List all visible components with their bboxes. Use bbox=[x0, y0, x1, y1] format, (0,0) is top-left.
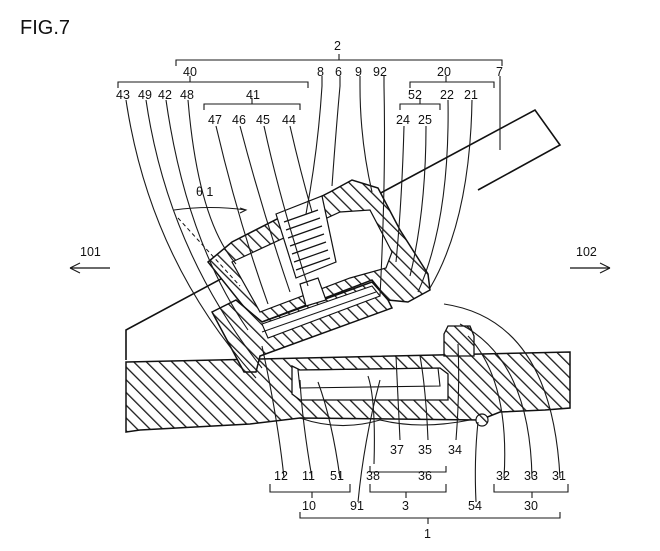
ref-11: 11 bbox=[302, 469, 315, 483]
spring-housing bbox=[275, 195, 337, 279]
ref-40: 40 bbox=[183, 65, 197, 79]
ref-102: 102 bbox=[576, 245, 597, 259]
spring-coils bbox=[283, 209, 331, 271]
ref-2: 2 bbox=[334, 39, 341, 53]
ref-6: 6 bbox=[335, 65, 342, 79]
ref-8: 8 bbox=[317, 65, 324, 79]
ref-92: 92 bbox=[373, 65, 387, 79]
ref-24: 24 bbox=[396, 113, 410, 127]
ref-22: 22 bbox=[440, 88, 454, 102]
ref-33: 33 bbox=[524, 469, 538, 483]
ref-42: 42 bbox=[158, 88, 172, 102]
arrow-102-head bbox=[599, 262, 611, 274]
ref-34: 34 bbox=[448, 443, 462, 457]
ref-44: 44 bbox=[282, 113, 296, 127]
ref-54: 54 bbox=[468, 499, 482, 513]
ref-20: 20 bbox=[437, 65, 451, 79]
ref-48: 48 bbox=[180, 88, 194, 102]
right-boss bbox=[443, 325, 475, 357]
ref-41: 41 bbox=[246, 88, 260, 102]
ref-91: 91 bbox=[350, 499, 364, 513]
ref-31: 31 bbox=[552, 469, 566, 483]
groove-liner bbox=[297, 367, 441, 389]
ref-32: 32 bbox=[496, 469, 510, 483]
ref-38: 38 bbox=[366, 469, 380, 483]
ref-47: 47 bbox=[208, 113, 222, 127]
ref-35: 35 bbox=[418, 443, 432, 457]
leader-lines bbox=[125, 76, 561, 503]
theta-dashed-line bbox=[177, 217, 241, 287]
reference-labels: 2 40 8 6 9 92 20 7 43 49 42 48 41 52 22 … bbox=[80, 39, 597, 541]
ref-1: 1 bbox=[424, 527, 431, 541]
ref-21: 21 bbox=[464, 88, 478, 102]
pin-54 bbox=[475, 413, 489, 427]
arrow-101-head bbox=[69, 262, 81, 274]
ref-49: 49 bbox=[138, 88, 152, 102]
ref-45: 45 bbox=[256, 113, 270, 127]
release-button bbox=[299, 277, 327, 307]
ref-36: 36 bbox=[418, 469, 432, 483]
ref-52: 52 bbox=[408, 88, 422, 102]
ref-46: 46 bbox=[232, 113, 246, 127]
ref-9: 9 bbox=[355, 65, 362, 79]
ref-3: 3 bbox=[402, 499, 409, 513]
theta-arrow bbox=[239, 207, 248, 214]
lock-bar-line bbox=[261, 291, 377, 333]
ref-101: 101 bbox=[80, 245, 101, 259]
ref-51: 51 bbox=[330, 469, 344, 483]
ref-12: 12 bbox=[274, 469, 288, 483]
theta-arc bbox=[173, 206, 247, 211]
ref-43: 43 bbox=[116, 88, 130, 102]
base-underside-bulge bbox=[299, 417, 471, 427]
ref-10: 10 bbox=[302, 499, 316, 513]
ref-30: 30 bbox=[524, 499, 538, 513]
ref-7: 7 bbox=[496, 65, 503, 79]
bottom-brackets bbox=[269, 466, 569, 524]
arm-rail-outline bbox=[125, 108, 562, 360]
figure-title: FIG.7 bbox=[20, 17, 70, 39]
ref-25: 25 bbox=[418, 113, 432, 127]
top-brackets bbox=[117, 54, 503, 110]
ref-theta-1: θ 1 bbox=[196, 185, 213, 199]
ref-37: 37 bbox=[390, 443, 404, 457]
